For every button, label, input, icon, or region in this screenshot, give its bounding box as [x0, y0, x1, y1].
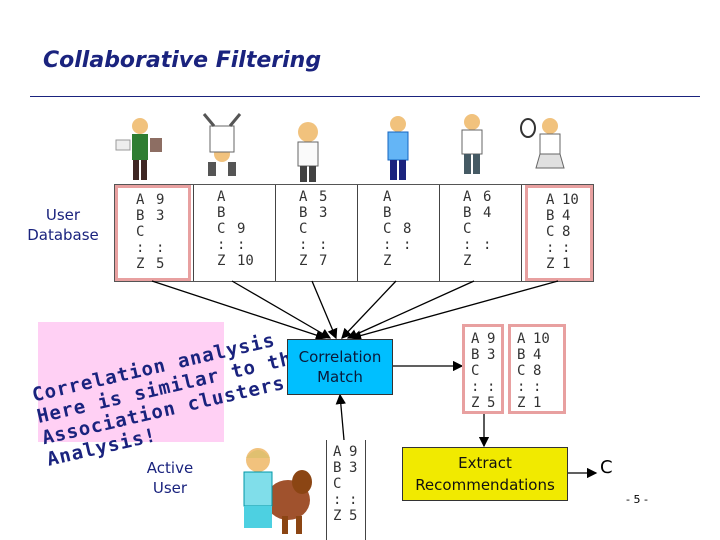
analysis-highlight-band [38, 322, 224, 442]
column-divider [193, 185, 194, 281]
user-database-label: User Database [14, 205, 112, 245]
user-figure-1 [115, 118, 162, 180]
recommendation-output: C [600, 457, 613, 478]
slide-title: Collaborative Filtering [43, 48, 322, 73]
extract-recommendations-box: Extract Recommendations [402, 447, 568, 501]
user-figure-4 [387, 116, 409, 180]
page-number: - 5 - [626, 493, 648, 506]
active-user-figure [243, 448, 312, 534]
user-database-label-line-2: Database [27, 226, 99, 244]
correlation-match-box: Correlation Match [287, 339, 393, 395]
user-figure-3 [297, 122, 319, 182]
title-underline [30, 96, 700, 97]
user-database-label-line-1: User [45, 206, 81, 224]
user-figure-5 [461, 114, 483, 174]
active-user-label: Active User [146, 459, 194, 497]
user-figure-6 [520, 118, 565, 169]
user-figure-2 [202, 113, 242, 176]
user-figures [115, 113, 565, 182]
